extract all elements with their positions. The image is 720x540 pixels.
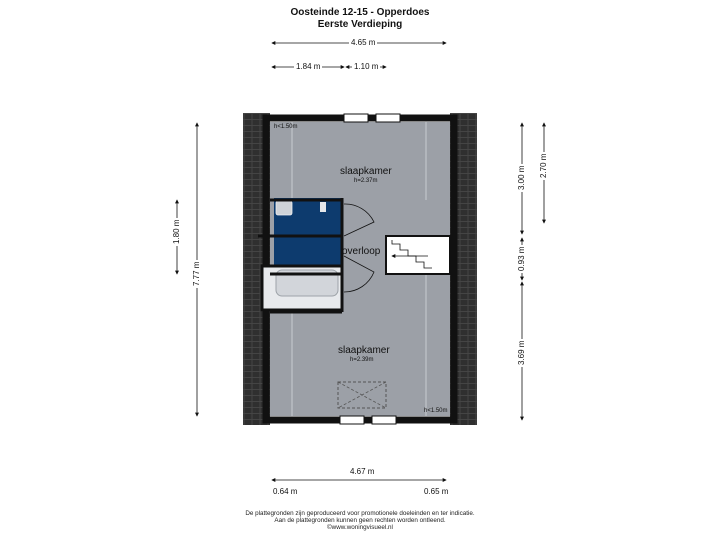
dim-top-left: 1.84 m — [294, 62, 323, 71]
window-top — [375, 113, 401, 123]
disclaimer-line-2: Aan de plattegronden kunnen geen rechten… — [274, 517, 446, 524]
dim-right-top-outer: 3.00 m — [517, 163, 526, 192]
copyright: ©www.woningvisueel.nl — [327, 524, 393, 531]
room-height-bottom: h=2.39m — [350, 357, 374, 363]
room-label-overloop: overloop — [342, 246, 381, 257]
floor-name: Eerste Verdieping — [317, 19, 403, 30]
shower-head — [320, 202, 326, 212]
room-label-slaapkamer-bottom: slaapkamer — [338, 345, 390, 356]
dim-bottom-total: 4.67 m — [350, 467, 375, 476]
dim-right-top-inner: 2.70 m — [539, 151, 548, 180]
skylight-cross — [337, 381, 387, 409]
window-top — [343, 113, 369, 123]
door-swing — [343, 255, 375, 293]
door-swing — [343, 203, 375, 237]
dim-right-bottom: 3.69 m — [517, 338, 526, 367]
dim-top-right: 1.10 m — [352, 62, 381, 71]
dim-bottom-left: 0.64 m — [273, 487, 298, 496]
floor-slaapkamer-top — [270, 122, 450, 200]
toilet — [275, 200, 293, 216]
skylight — [337, 381, 387, 409]
ceiling-mark-bottom-right: h<1.50m — [424, 408, 448, 414]
bathtub — [275, 269, 339, 297]
disclaimer-line-1: De plattegronden zijn geproduceerd voor … — [245, 510, 475, 517]
plan-title: Oosteinde 12-15 - Opperdoes — [290, 7, 430, 18]
ceiling-mark-top-left: h<1.50m — [274, 124, 298, 130]
dim-right-mid: 0.93 m — [517, 244, 526, 273]
dim-left-inner: 1.80 m — [172, 217, 181, 246]
dim-left-outer: 7.77 m — [192, 259, 201, 288]
dim-top-total: 4.65 m — [349, 38, 378, 47]
dim-bottom-right: 0.65 m — [424, 487, 449, 496]
window-bottom — [371, 415, 397, 425]
room-height-top: h=2.37m — [354, 178, 378, 184]
staircase — [385, 235, 451, 275]
room-label-slaapkamer-top: slaapkamer — [340, 166, 392, 177]
window-bottom — [339, 415, 365, 425]
